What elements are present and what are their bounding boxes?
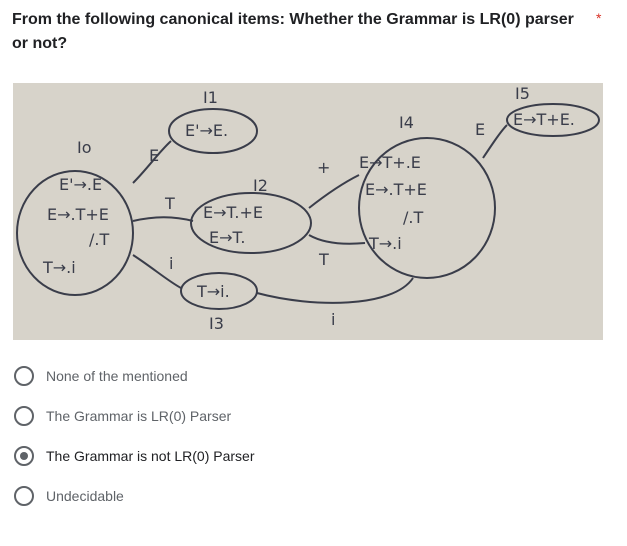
radio-button[interactable] [14, 406, 34, 426]
lr0-items-figure: Io E'→.E E→.T+E /.T T→.i I1 E'→E. I2 E→T… [13, 83, 603, 340]
option-grammar-is-lr0[interactable]: The Grammar is LR(0) Parser [12, 396, 612, 436]
state-i2-item: E→T. [209, 228, 245, 247]
state-i4-outline [358, 137, 496, 279]
state-i3-name: I3 [209, 314, 224, 333]
edge-i0-i2-label: T [164, 194, 175, 213]
option-none-of-the-mentioned[interactable]: None of the mentioned [12, 356, 612, 396]
state-i3-outline [180, 272, 258, 310]
state-i5-name: I5 [515, 84, 530, 103]
answer-options: None of the mentioned The Grammar is LR(… [12, 356, 612, 516]
option-label: The Grammar is LR(0) Parser [46, 408, 232, 424]
state-i0-item: T→.i [42, 258, 76, 277]
state-i0-item: E→.T+E [47, 205, 109, 224]
state-diagram: Io E'→.E E→.T+E /.T T→.i I1 E'→E. I2 E→T… [16, 84, 600, 333]
edge-i0-i2 [132, 216, 194, 222]
radio-button-selected[interactable] [14, 446, 34, 466]
edge-i2-i4-label: + [317, 158, 330, 177]
state-i5-outline [506, 103, 600, 137]
state-i4-item: T→.i [368, 234, 402, 253]
state-i0-item: E'→.E [59, 175, 102, 194]
edge-i4-i5-label: E [475, 120, 485, 139]
edge-i0-i3 [132, 254, 182, 289]
edge-i4-i5 [482, 124, 508, 159]
option-label: Undecidable [46, 488, 124, 504]
edge-i4-i3-label: i [331, 310, 335, 329]
edge-i0-i3-label: i [169, 254, 173, 273]
state-i4-item: E→.T+E [365, 180, 427, 199]
required-asterisk: * [596, 10, 602, 26]
state-i4-name: I4 [399, 113, 414, 132]
edge-i4-i3 [256, 277, 414, 304]
edge-i0-i1 [132, 140, 172, 184]
state-i4-item: E→T+.E [359, 153, 421, 172]
option-undecidable[interactable]: Undecidable [12, 476, 612, 516]
state-i0-name: Io [77, 138, 92, 157]
option-grammar-is-not-lr0[interactable]: The Grammar is not LR(0) Parser [12, 436, 612, 476]
option-label: The Grammar is not LR(0) Parser [46, 448, 255, 464]
state-i2-item: E→T.+E [203, 203, 263, 222]
state-i1-item: E'→E. [185, 121, 228, 140]
edge-i0-i1-label: E [149, 146, 159, 165]
option-label: None of the mentioned [46, 368, 188, 384]
state-i0-item: /.T [89, 230, 109, 249]
radio-button[interactable] [14, 486, 34, 506]
state-i2-name: I2 [253, 176, 268, 195]
question-title: From the following canonical items: Whet… [12, 11, 574, 52]
state-i1-outline [168, 108, 258, 154]
state-i2-outline [190, 192, 312, 254]
edge-i2-i4 [308, 174, 360, 209]
state-i1-name: I1 [203, 88, 218, 107]
edge-i4-i2-label: T [318, 250, 329, 269]
state-i5-item: E→T+E. [513, 110, 575, 129]
radio-button[interactable] [14, 366, 34, 386]
state-i4-item: /.T [403, 208, 423, 227]
state-i0-outline [16, 170, 134, 296]
state-i3-item: T→i. [196, 282, 230, 301]
edge-i4-i2 [308, 234, 366, 245]
